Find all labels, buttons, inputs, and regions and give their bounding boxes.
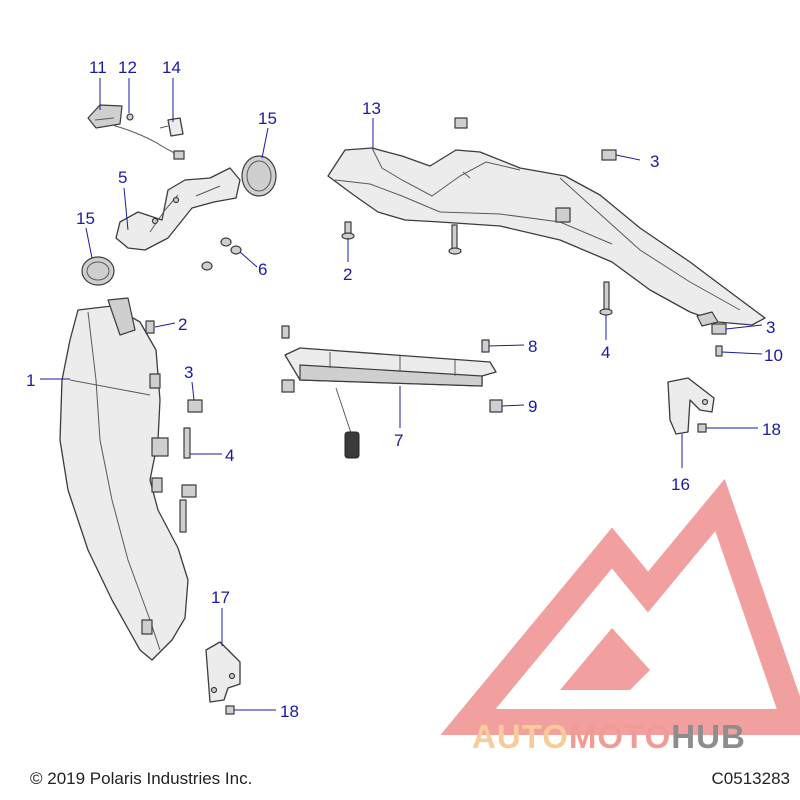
clip-3-lower [187, 399, 203, 413]
callout-17: 17 [211, 588, 230, 607]
panel-boss [151, 437, 169, 457]
screw-7 [281, 325, 290, 339]
callout-3-right: 3 [766, 318, 775, 337]
callout-3-lower: 3 [184, 363, 193, 382]
callout-9: 9 [528, 397, 537, 416]
callout-5: 5 [118, 168, 127, 187]
screw-10 [715, 345, 723, 357]
callout-1: 1 [26, 371, 35, 390]
callout-8: 8 [528, 337, 537, 356]
light-bar-connector [344, 431, 360, 459]
bolt-4-lower [183, 427, 191, 459]
callout-4-lower: 4 [225, 446, 234, 465]
callout-6: 6 [258, 260, 267, 279]
nut-9-left [281, 379, 295, 393]
callout-7: 7 [394, 431, 403, 450]
clip-3-lower-2 [181, 484, 197, 498]
wire-connector [173, 150, 185, 160]
lens-15-upper [241, 155, 277, 197]
copyright-text: © 2019 Polaris Industries Inc. [30, 769, 252, 788]
watermark-moto: MOTO [569, 718, 671, 755]
leader-lines [40, 78, 763, 711]
license-light-assembly [87, 104, 185, 160]
nut-12 [126, 113, 134, 121]
watermark-hub: HUB [671, 718, 746, 755]
svg-text:AUTOMOTOHUB: AUTOMOTOHUB [472, 718, 746, 755]
screw-8 [481, 339, 490, 353]
fender-boss [555, 207, 571, 223]
rear-fender-13 [327, 147, 766, 327]
connector-14 [167, 117, 184, 137]
callout-2-upper: 2 [343, 265, 352, 284]
bolt-4-right [603, 281, 610, 313]
clip-3-upper [601, 149, 617, 161]
watermark-inner-g [560, 628, 650, 690]
screw-2-lower [145, 320, 155, 334]
license-light [87, 104, 123, 129]
callout-3-upper: 3 [650, 152, 659, 171]
side-panel-1 [59, 297, 189, 661]
diagram-code: C0513283 [712, 769, 790, 788]
watermark-logo: AUTOMOTOHUB [440, 478, 800, 755]
callout-13: 13 [362, 99, 381, 118]
callout-15-lower: 15 [76, 209, 95, 228]
callout-14: 14 [162, 58, 181, 77]
light-bar-7 [284, 347, 497, 459]
callout-2-lower: 2 [178, 315, 187, 334]
clip-3-top [454, 117, 468, 129]
callout-18-right: 18 [762, 420, 781, 439]
nut-9 [489, 399, 503, 413]
bracket-5 [115, 167, 241, 251]
callout-16: 16 [671, 475, 690, 494]
callout-labels: 11 12 14 15 5 15 6 13 3 2 4 3 10 2 1 3 4… [26, 58, 783, 721]
callout-4-right: 4 [601, 343, 610, 362]
screw-18-lower [225, 705, 235, 715]
callout-11: 11 [89, 58, 107, 77]
bracket-16 [667, 377, 715, 435]
callout-10: 10 [764, 346, 783, 365]
bolt-4-center [451, 224, 458, 252]
callout-18-lower: 18 [280, 702, 299, 721]
lens-15-lower [81, 256, 115, 286]
bolt-4-lower-2 [179, 499, 187, 533]
watermark-auto: AUTO [472, 718, 569, 755]
watermark-triangle [440, 478, 800, 735]
clip-3-right [711, 323, 727, 335]
bracket-17 [205, 641, 241, 703]
fasteners [145, 117, 727, 715]
rivets-6 [201, 237, 242, 271]
callout-15-upper: 15 [258, 109, 277, 128]
callout-12: 12 [118, 58, 137, 77]
screw-18-right [697, 423, 707, 433]
